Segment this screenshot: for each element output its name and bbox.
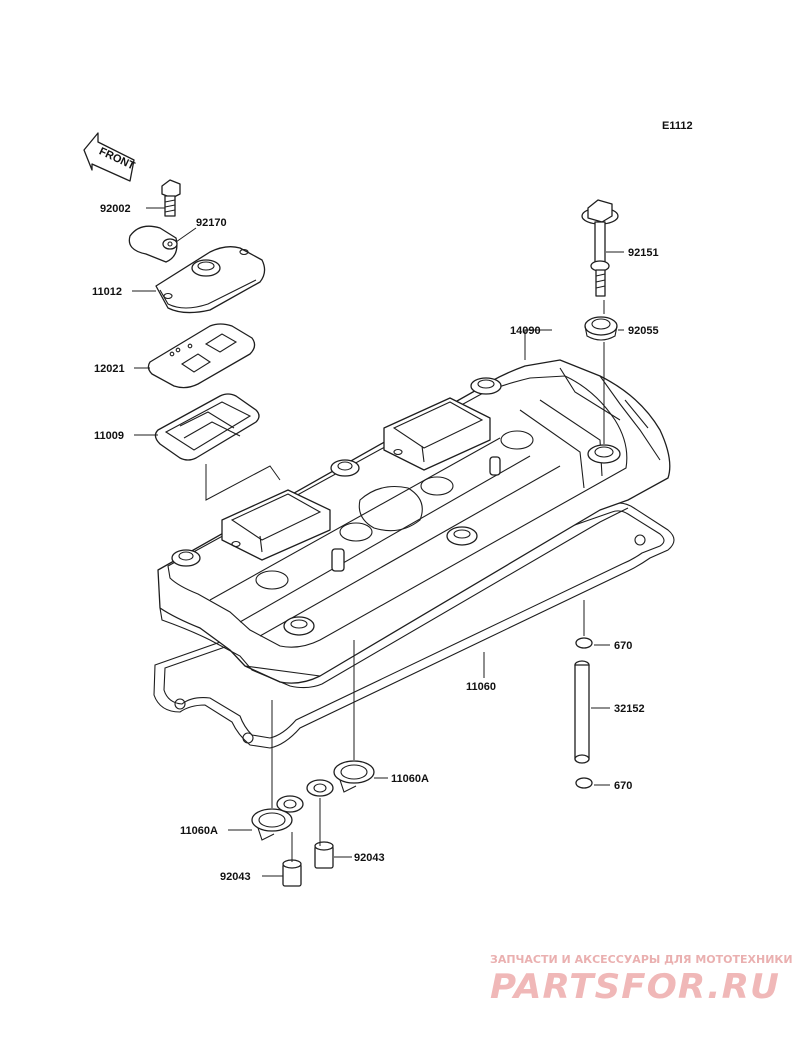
label-92043-left: 92043 xyxy=(220,871,251,883)
plug-hole-gasket-left xyxy=(251,795,304,841)
front-direction-arrow: FRONT xyxy=(83,132,137,182)
o-ring-670-top xyxy=(575,637,593,649)
label-11009: 11009 xyxy=(94,430,124,442)
label-92170: 92170 xyxy=(196,217,227,229)
head-cover-gasket xyxy=(153,502,675,749)
bolt-92151 xyxy=(581,199,619,297)
label-11060A-left: 11060A xyxy=(180,825,218,837)
breather-cover-11012 xyxy=(155,246,266,314)
label-92002: 92002 xyxy=(100,203,131,215)
label-92151: 92151 xyxy=(628,247,659,259)
breather-plate-12021 xyxy=(147,323,256,389)
label-12021: 12021 xyxy=(94,363,125,375)
breather-gasket-11009 xyxy=(154,393,260,461)
pipe-32152 xyxy=(574,660,590,764)
cylinder-head-cover xyxy=(157,359,671,689)
label-11012: 11012 xyxy=(92,286,122,298)
label-11060: 11060 xyxy=(466,681,496,693)
label-670-top: 670 xyxy=(614,640,632,652)
plug-hole-gasket-right xyxy=(306,760,375,797)
label-92055: 92055 xyxy=(628,325,659,337)
label-32152: 32152 xyxy=(614,703,645,715)
diagram-id: E1112 xyxy=(662,120,693,132)
label-11060A-right: 11060A xyxy=(391,773,429,785)
label-670-bottom: 670 xyxy=(614,780,632,792)
clamp-92170 xyxy=(128,225,178,263)
grommet-92055 xyxy=(584,316,618,341)
dowel-92043-right xyxy=(314,841,334,869)
watermark-logo: PARTSFOR.RU xyxy=(490,967,780,1007)
dowel-92043-left xyxy=(282,859,302,887)
bolt-92002 xyxy=(161,179,181,217)
watermark-tagline: ЗАПЧАСТИ И АКСЕССУАРЫ ДЛЯ МОТОТЕХНИКИ xyxy=(490,953,793,966)
o-ring-670-bottom xyxy=(575,777,593,789)
label-92043-right: 92043 xyxy=(354,852,385,864)
label-14090: 14090 xyxy=(510,325,541,337)
